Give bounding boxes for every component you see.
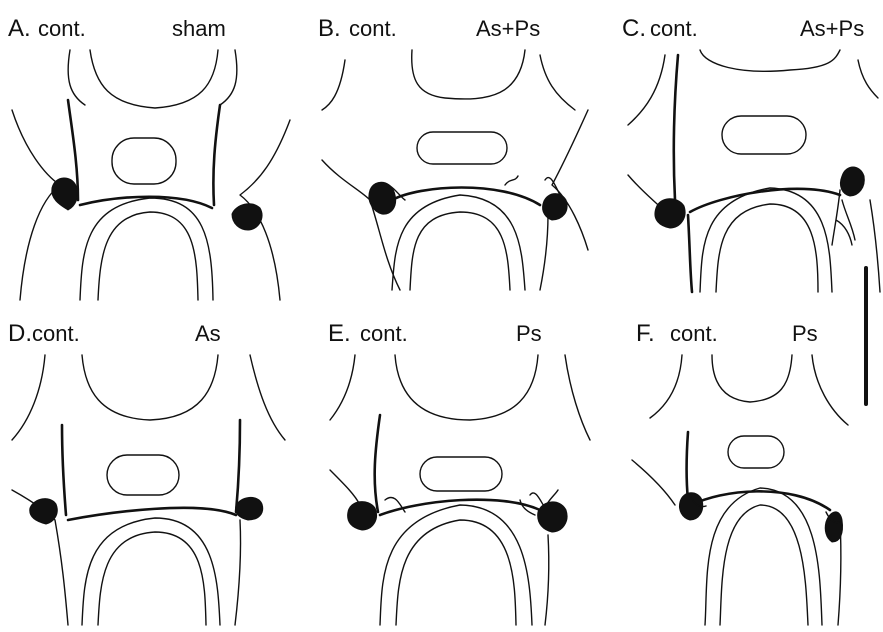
outer-contour bbox=[552, 110, 588, 250]
nerve-fiber bbox=[375, 415, 380, 512]
panel-e: E. cont. Ps bbox=[328, 320, 590, 625]
outer-contour bbox=[330, 470, 360, 505]
outer-contour bbox=[565, 355, 590, 440]
nerve-fiber bbox=[690, 189, 840, 212]
dorsal-contour bbox=[700, 50, 840, 71]
ventral-contour bbox=[380, 505, 532, 625]
ventral-contour bbox=[410, 212, 510, 290]
panel-d: D. cont. As bbox=[8, 320, 285, 625]
dorsal-contour bbox=[412, 50, 525, 99]
panel-b: B. cont. As+Ps bbox=[318, 15, 588, 290]
panel-c: C. cont. As+Ps bbox=[622, 15, 880, 292]
dorsal-contour bbox=[82, 355, 218, 420]
panel-right-label: As+Ps bbox=[476, 16, 540, 41]
nerve-fiber bbox=[692, 491, 830, 510]
panel-left-label: cont. bbox=[650, 16, 698, 41]
ventral-contour bbox=[870, 200, 880, 292]
neuron-cell-body bbox=[30, 499, 58, 524]
nerve-fiber bbox=[385, 490, 558, 515]
outer-contour bbox=[322, 60, 345, 110]
neuron-cell-body bbox=[52, 178, 78, 210]
panel-right-label: sham bbox=[172, 16, 226, 41]
neuron-cell-body bbox=[232, 204, 262, 230]
neuron-cell-body bbox=[236, 497, 263, 520]
dorsal-contour bbox=[68, 50, 85, 105]
nerve-fiber bbox=[380, 500, 540, 515]
panel-left-label: cont. bbox=[38, 16, 86, 41]
ventral-contour bbox=[720, 505, 808, 625]
ventral-contour bbox=[545, 535, 549, 625]
neuron-cell-body bbox=[840, 167, 864, 196]
nerve-fiber bbox=[690, 495, 840, 523]
ventral-contour bbox=[98, 532, 206, 625]
panel-letter: E. bbox=[328, 320, 351, 347]
nerve-fiber bbox=[236, 420, 240, 512]
outer-contour bbox=[628, 55, 665, 125]
ventral-contour bbox=[82, 518, 220, 625]
panel-letter: F. bbox=[636, 320, 655, 347]
outer-contour bbox=[12, 110, 60, 300]
panel-letter: D. bbox=[8, 320, 32, 347]
outer-contour bbox=[322, 160, 400, 290]
central-canal bbox=[107, 455, 179, 495]
dorsal-contour bbox=[858, 60, 878, 98]
outer-contour bbox=[12, 355, 45, 440]
ventral-contour bbox=[392, 195, 525, 290]
panel-left-label: cont. bbox=[349, 16, 397, 41]
outer-contour bbox=[330, 355, 355, 420]
panel-left-label: cont. bbox=[670, 321, 718, 346]
panel-left-label: cont. bbox=[32, 321, 80, 346]
panel-letter: B. bbox=[318, 15, 341, 42]
dorsal-contour bbox=[712, 355, 792, 402]
nerve-fiber bbox=[674, 55, 678, 200]
nerve-fiber bbox=[688, 215, 692, 292]
ventral-contour bbox=[716, 204, 818, 292]
central-canal bbox=[417, 132, 507, 164]
panel-right-label: Ps bbox=[792, 321, 818, 346]
panel-letter: A. bbox=[8, 15, 31, 42]
nerve-fiber bbox=[392, 188, 540, 206]
outer-contour bbox=[632, 460, 675, 505]
panel-letter: C. bbox=[622, 15, 646, 42]
ventral-contour bbox=[98, 212, 198, 300]
nerve-fiber bbox=[687, 432, 689, 500]
outer-contour bbox=[812, 355, 848, 425]
outer-contour bbox=[650, 355, 682, 418]
outer-contour bbox=[250, 355, 285, 440]
neuron-cell-body bbox=[538, 502, 567, 532]
nerve-fiber bbox=[832, 190, 855, 245]
dorsal-contour bbox=[395, 355, 538, 420]
ventral-contour bbox=[700, 188, 832, 292]
nerve-fiber bbox=[213, 105, 220, 205]
panel-right-label: As bbox=[195, 321, 221, 346]
dorsal-contour bbox=[220, 50, 237, 105]
panel-right-label: Ps bbox=[516, 321, 542, 346]
dorsal-contour bbox=[540, 55, 575, 110]
central-canal bbox=[112, 138, 176, 184]
ventral-contour bbox=[235, 520, 241, 625]
dorsal-contour bbox=[90, 50, 218, 108]
ventral-contour bbox=[396, 520, 516, 625]
ventral-contour bbox=[540, 215, 548, 290]
neuron-cell-body bbox=[543, 194, 567, 220]
panel-left-label: cont. bbox=[360, 321, 408, 346]
panel-right-label: As+Ps bbox=[800, 16, 864, 41]
panel-a: A. cont. sham bbox=[8, 15, 290, 300]
ventral-contour bbox=[705, 488, 822, 625]
nerve-fiber bbox=[62, 425, 66, 515]
neuron-cell-body bbox=[655, 199, 685, 228]
central-canal bbox=[420, 457, 502, 491]
central-canal bbox=[722, 116, 806, 154]
panel-f: F. cont. Ps bbox=[632, 320, 848, 625]
neuron-cell-body bbox=[348, 502, 377, 530]
central-canal bbox=[728, 436, 784, 468]
